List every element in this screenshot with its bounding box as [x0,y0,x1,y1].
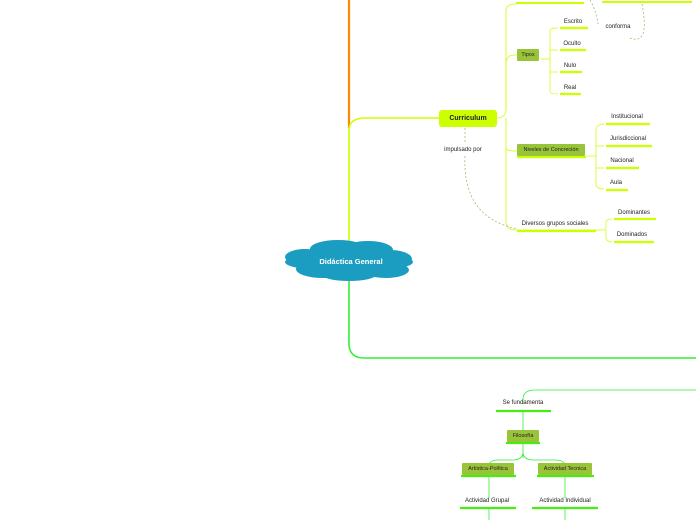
tipo-item[interactable]: Nulo [563,63,577,69]
actividad-tecnica-node[interactable]: Actividad Tecnica [538,463,592,475]
actividad-individual-node[interactable]: Actividad Individual [539,498,591,504]
filosofia-node[interactable]: Filosofía [507,430,539,442]
tipo-item[interactable]: Oculto [563,41,581,47]
grupos-node[interactable]: Diversos grupos sociales [521,221,589,227]
grupo-item[interactable]: Dominados [616,232,648,238]
tipo-item[interactable]: Real [563,85,577,91]
nivel-item[interactable]: Jurisdiccional [609,136,647,142]
tipos-node[interactable]: Tipos [517,49,539,61]
curriculum-node[interactable]: Curriculum [439,110,497,127]
relation-impulsado-por: impulsado por [444,147,482,153]
niveles-node[interactable]: Niveles de Concreción [517,144,585,156]
central-topic[interactable]: Didáctica General [319,257,383,266]
nivel-item[interactable]: Nacional [610,158,634,164]
nivel-item[interactable]: Institucional [611,114,643,120]
branch-green [348,275,696,359]
relation-conforma: conforma [605,24,631,30]
branch-yellow [348,117,439,250]
nivel-item[interactable]: Aula [609,180,623,186]
actividad-grupal-node[interactable]: Actividad Grupal [464,498,510,504]
grupo-item[interactable]: Dominantes [617,210,651,216]
central-cloud [285,240,413,281]
se-fundamenta-node[interactable]: Se fundamenta [502,400,544,406]
artistica-politica-node[interactable]: Artística-Política [462,463,514,475]
tipo-item[interactable]: Escrito [563,19,583,25]
